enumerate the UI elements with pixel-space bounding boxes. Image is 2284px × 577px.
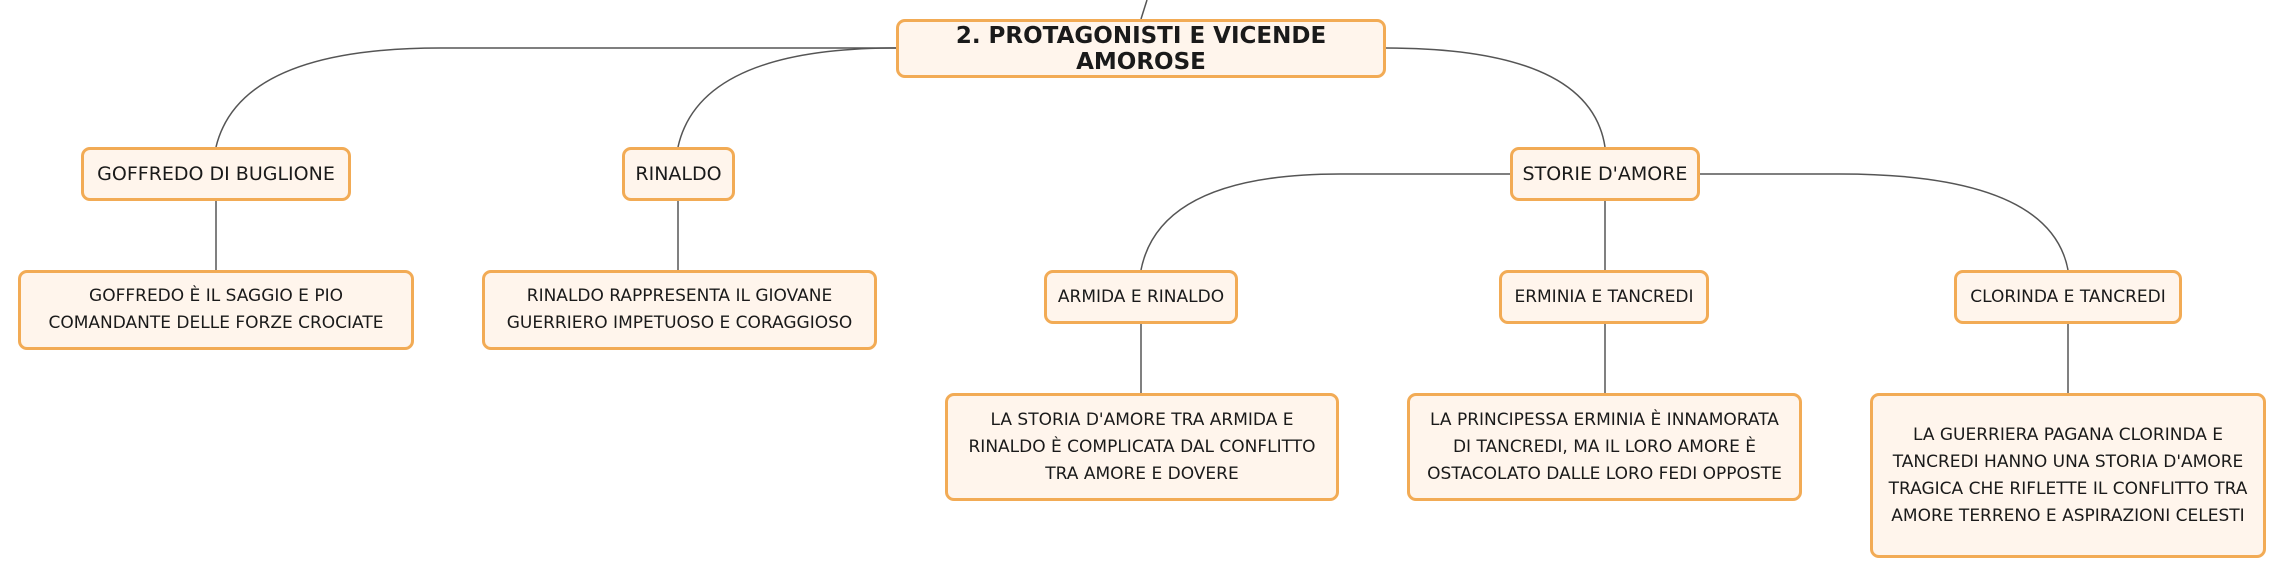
topic-goffredo-di-buglione[interactable]: GOFFREDO DI BUGLIONE [81,147,351,201]
subtopic-erminia-e-tancredi[interactable]: ERMINIA E TANCREDI [1499,270,1709,324]
connector-root-storie [1385,47,1606,148]
connector-incoming-root [1140,0,1148,20]
connector-storie-armida [1140,173,1510,271]
subtopic-label: CLORINDA E TANCREDI [1970,287,2166,307]
subtopic-armida-e-rinaldo[interactable]: ARMIDA E RINALDO [1044,270,1238,324]
topic-label: STORIE D'AMORE [1522,163,1688,185]
root-topic-node[interactable]: 2. PROTAGONISTI E VICENDE AMOROSE [896,19,1386,78]
topic-label: RINALDO [635,163,722,185]
subtopic-label: ARMIDA E RINALDO [1057,287,1225,307]
detail-text: LA PRINCIPESSA ERMINIA È INNAMORATA DI T… [1427,409,1782,484]
subtopic-label: ERMINIA E TANCREDI [1514,287,1694,307]
detail-text: LA STORIA D'AMORE TRA ARMIDA E RINALDO È… [968,409,1316,484]
detail-rinaldo[interactable]: RINALDO RAPPRESENTA IL GIOVANE GUERRIERO… [482,270,877,350]
root-topic-label: 2. PROTAGONISTI E VICENDE AMOROSE [955,22,1327,75]
detail-armida-e-rinaldo[interactable]: LA STORIA D'AMORE TRA ARMIDA E RINALDO È… [945,393,1339,501]
subtopic-clorinda-e-tancredi[interactable]: CLORINDA E TANCREDI [1954,270,2182,324]
detail-text: LA GUERRIERA PAGANA CLORINDA E TANCREDI … [1888,424,2248,526]
connector-root-rinaldo [677,47,897,148]
topic-rinaldo[interactable]: RINALDO [622,147,735,201]
topic-storie-d-amore[interactable]: STORIE D'AMORE [1510,147,1700,201]
detail-erminia-e-tancredi[interactable]: LA PRINCIPESSA ERMINIA È INNAMORATA DI T… [1407,393,1802,501]
detail-goffredo[interactable]: GOFFREDO È IL SAGGIO E PIO COMANDANTE DE… [18,270,414,350]
connector-storie-clorinda [1700,173,2069,271]
detail-text: RINALDO RAPPRESENTA IL GIOVANE GUERRIERO… [506,286,853,333]
detail-clorinda-e-tancredi[interactable]: LA GUERRIERA PAGANA CLORINDA E TANCREDI … [1870,393,2266,558]
connector-root-goffredo [215,47,896,148]
topic-label: GOFFREDO DI BUGLIONE [97,163,335,185]
detail-text: GOFFREDO È IL SAGGIO E PIO COMANDANTE DE… [48,286,384,333]
